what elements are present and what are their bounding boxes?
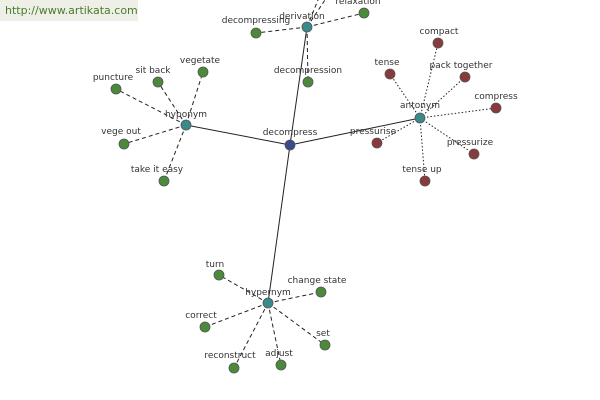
- graph-labels: derivation hyponym antonym hypernym relaxati…: [93, 0, 518, 361]
- edge-ant-tense: [389, 73, 421, 119]
- label-center[interactable]: decompress: [263, 128, 318, 138]
- label-hypo[interactable]: hyponym: [165, 110, 207, 120]
- label-takeeasy[interactable]: take it easy: [131, 165, 184, 175]
- node-pressurize[interactable]: [468, 148, 480, 160]
- node-adjust[interactable]: [275, 359, 287, 371]
- label-reconstruct[interactable]: reconstruct: [204, 351, 256, 361]
- node-compact[interactable]: [432, 37, 444, 49]
- node-der[interactable]: [301, 21, 313, 33]
- edge-ant-compress: [419, 107, 497, 119]
- edge-hypo-sitback: [157, 81, 187, 126]
- node-tense[interactable]: [384, 68, 396, 80]
- edge-ant-packtog: [419, 76, 466, 119]
- label-correct[interactable]: correct: [185, 311, 217, 321]
- edge-hypo-takeeasy: [163, 124, 187, 182]
- edge-center-der: [289, 26, 308, 146]
- label-set[interactable]: set: [316, 329, 330, 339]
- label-compress[interactable]: compress: [474, 92, 518, 102]
- edge-hyper-turn: [218, 274, 269, 304]
- edge-der-relax: [306, 12, 365, 28]
- edge-ant-tenseup: [419, 117, 426, 182]
- label-chstate[interactable]: change state: [288, 276, 347, 286]
- node-pressurise[interactable]: [371, 137, 383, 149]
- label-decing[interactable]: decompressing: [222, 16, 291, 26]
- edge-ant-compact: [419, 42, 439, 119]
- node-hypo[interactable]: [180, 119, 192, 131]
- node-compress[interactable]: [490, 102, 502, 114]
- label-sitback[interactable]: sit back: [136, 66, 172, 76]
- edge-der-offscreen-0: [306, 0, 319, 28]
- label-tenseup[interactable]: tense up: [402, 165, 442, 175]
- label-hyper[interactable]: hypernym: [245, 288, 291, 298]
- label-compact[interactable]: compact: [420, 27, 459, 37]
- edge-hyper-reconstruct: [233, 302, 269, 369]
- edge-hypo-vegout: [123, 124, 187, 145]
- label-adjust[interactable]: adjust: [265, 349, 293, 359]
- label-punct[interactable]: puncture: [93, 73, 134, 83]
- edge-der-offscreen-1: [306, 0, 326, 28]
- edge-der-decion: [306, 26, 309, 83]
- label-ant[interactable]: antonym: [400, 101, 440, 111]
- graph-edges: [115, 0, 497, 369]
- node-ant[interactable]: [414, 112, 426, 124]
- node-sitback[interactable]: [152, 76, 164, 88]
- node-packtog[interactable]: [459, 71, 471, 83]
- label-veget[interactable]: vegetate: [180, 56, 221, 66]
- graph-nodes: [110, 7, 502, 374]
- node-decion[interactable]: [302, 76, 314, 88]
- node-punct[interactable]: [110, 83, 122, 95]
- edge-center-hyper: [267, 144, 291, 304]
- label-tense[interactable]: tense: [375, 58, 400, 68]
- watermark-url[interactable]: http://www.artikata.com: [0, 0, 138, 21]
- edge-center-ant: [289, 117, 421, 146]
- node-tenseup[interactable]: [419, 175, 431, 187]
- label-pressurize[interactable]: pressurize: [447, 138, 494, 148]
- node-turn[interactable]: [213, 269, 225, 281]
- node-relax[interactable]: [358, 7, 370, 19]
- label-decion[interactable]: decompression: [274, 66, 342, 76]
- edge-hypo-punct: [115, 88, 187, 126]
- node-chstate[interactable]: [315, 286, 327, 298]
- node-takeeasy[interactable]: [158, 175, 170, 187]
- label-relax[interactable]: relaxation: [335, 0, 380, 7]
- edge-hypo-veget: [185, 71, 204, 126]
- label-turn[interactable]: turn: [206, 260, 224, 270]
- label-pressurise[interactable]: pressurise: [350, 127, 397, 137]
- node-veget[interactable]: [197, 66, 209, 78]
- node-decing[interactable]: [250, 27, 262, 39]
- node-correct[interactable]: [199, 321, 211, 333]
- edge-center-hypo: [185, 124, 291, 146]
- edge-hyper-adjust: [267, 302, 282, 366]
- node-center[interactable]: [284, 139, 296, 151]
- edge-hyper-chstate: [267, 291, 322, 304]
- node-set[interactable]: [319, 339, 331, 351]
- label-der[interactable]: derivation: [279, 12, 325, 22]
- label-vegout[interactable]: vege out: [101, 127, 141, 137]
- node-vegout[interactable]: [118, 138, 130, 150]
- edge-hyper-correct: [204, 302, 269, 328]
- edge-ant-pressurise: [376, 117, 421, 144]
- node-reconstruct[interactable]: [228, 362, 240, 374]
- node-hyper[interactable]: [262, 297, 274, 309]
- edge-hyper-set: [267, 302, 326, 346]
- edge-der-decing: [255, 26, 308, 34]
- label-packtog[interactable]: pack together: [429, 61, 492, 71]
- edge-ant-pressurize: [419, 117, 475, 155]
